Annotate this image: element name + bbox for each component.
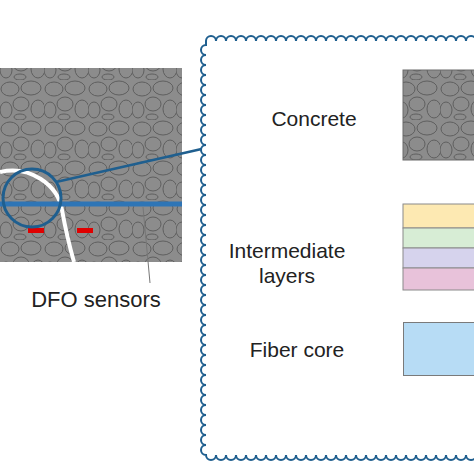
layer-strip: [403, 204, 474, 228]
dfo-sensor-line: [0, 202, 182, 207]
concrete-panel: [0, 68, 182, 262]
layer-strip: [403, 268, 474, 290]
layer-strip: [403, 248, 474, 268]
legend-text: Intermediate layers: [212, 238, 362, 288]
part-label: DFO sensors: [6, 287, 186, 313]
zoom-circle: [3, 169, 61, 227]
zoom-leader: [56, 148, 206, 182]
callout-border: [201, 36, 474, 460]
sensor-mark: [28, 228, 44, 233]
legend-swatch: [403, 322, 474, 376]
legend-text: Concrete: [229, 106, 399, 131]
sensor-mark: [77, 228, 93, 233]
legend-text: Fiber core: [212, 337, 382, 362]
leader-line: [143, 207, 150, 283]
layer-strip: [403, 228, 474, 248]
concrete-swatch: [403, 70, 474, 160]
